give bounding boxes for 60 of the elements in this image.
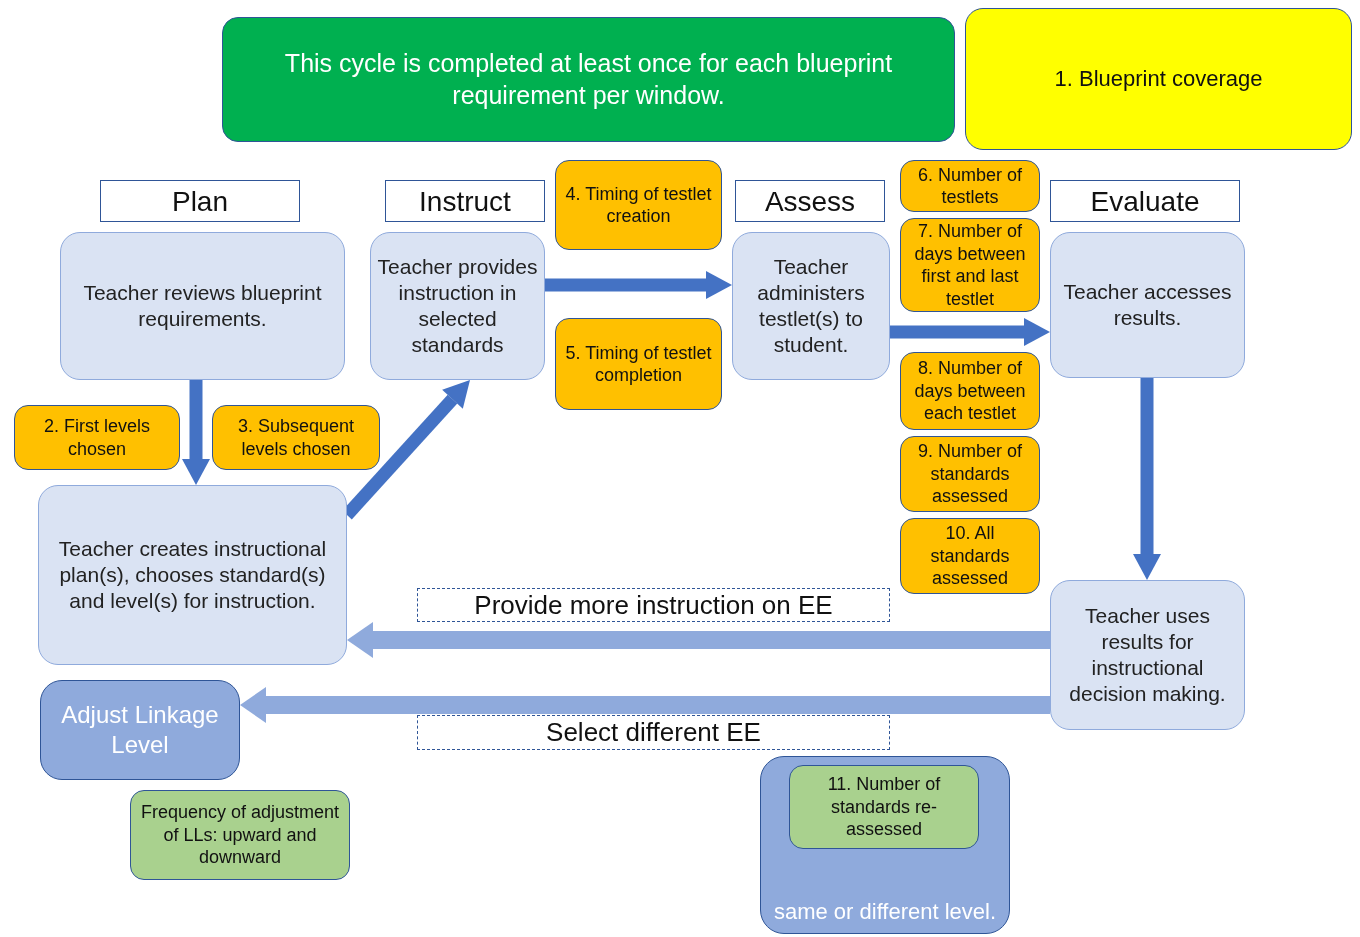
metric-box (900, 218, 1040, 312)
arrow (1133, 378, 1161, 580)
metric-box (900, 160, 1040, 212)
box-text: Teacher administers testlet(s) to student. (756, 253, 866, 359)
box-text: 6. Number of testlets (916, 163, 1023, 209)
box-text: 11. Number of standards re-assessed (826, 773, 942, 841)
box-text: Teacher accesses results. (1062, 278, 1233, 331)
metric-box (555, 318, 722, 410)
process-box (60, 232, 345, 380)
banner-box (222, 17, 955, 142)
stage-heading-box (385, 180, 545, 222)
box-text: 9. Number of standards assessed (916, 440, 1023, 508)
box-text: Teacher uses results for instructional decision making. (1068, 602, 1227, 708)
process-box (1050, 232, 1245, 378)
box-text: 5. Timing of testlet completion (564, 341, 713, 387)
metric-box (900, 352, 1040, 430)
box-text: 8. Number of days between each testlet (913, 357, 1027, 425)
path-label-box (417, 588, 890, 622)
process-box (38, 485, 347, 665)
arrow (240, 687, 1050, 723)
box-text: Frequency of adjustment of LLs: upward and downward (139, 801, 341, 869)
box-text: Plan (171, 184, 228, 219)
note-box (965, 8, 1352, 150)
box-text: Provide more instruction on EE (474, 588, 833, 622)
box-text: 10. All standards assessed (929, 522, 1011, 590)
stage-heading-box (1050, 180, 1240, 222)
box-text: 4. Timing of testlet creation (564, 182, 713, 228)
metric-box (900, 518, 1040, 594)
box-text: Adjust Linkage Level (60, 700, 220, 760)
metric-box (789, 765, 979, 849)
metric-box (130, 790, 350, 880)
arrow (347, 622, 1050, 658)
box-text: 2. First levels chosen (43, 415, 151, 460)
box-text: Teacher reviews blueprint requirements. (82, 279, 323, 332)
metric-box (555, 160, 722, 250)
process-box (370, 232, 545, 380)
metric-box (212, 405, 380, 470)
arrow (182, 380, 210, 485)
action-box (40, 680, 240, 780)
stage-heading-box (100, 180, 300, 222)
box-text: Select different EE (546, 716, 761, 749)
action-box (760, 756, 1010, 934)
box-text: Evaluate (1090, 184, 1200, 219)
box-text: Teacher provides instruction in selected standards (377, 253, 538, 359)
arrow (890, 318, 1050, 346)
box-text: 7. Number of days between first and last testlet (913, 220, 1027, 310)
box-text: same or different level. (773, 897, 997, 925)
metric-box (900, 436, 1040, 512)
box-text: Teacher creates instructional plan(s), chooses standard(s) and level(s) for instruction. (57, 535, 328, 615)
path-label-box (417, 715, 890, 750)
box-text: 3. Subsequent levels chosen (236, 415, 356, 460)
process-box (732, 232, 890, 380)
box-text: Assess (764, 184, 856, 219)
process-box (1050, 580, 1245, 730)
box-text: Instruct (419, 184, 511, 219)
stage-heading-box (735, 180, 885, 222)
box-text: This cycle is completed at least once for each blueprint requirement per window. (283, 48, 894, 111)
box-text: 1. Blueprint coverage (1054, 65, 1263, 93)
arrow (545, 271, 732, 299)
metric-box (14, 405, 180, 470)
